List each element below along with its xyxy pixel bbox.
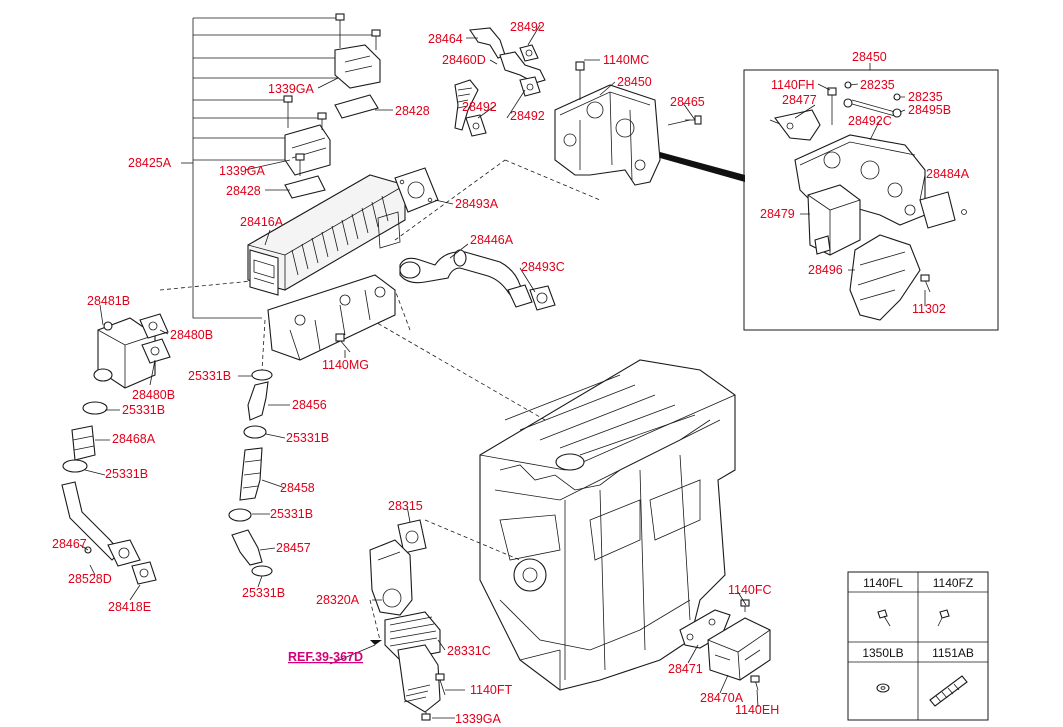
label-28496: 28496 (808, 263, 843, 277)
label-25331b-c: 25331B (188, 369, 231, 383)
label-1140fc: 1140FC (728, 583, 772, 597)
label-28464: 28464 (428, 32, 463, 46)
label-25331b-e: 25331B (270, 507, 313, 521)
gasket-28418e (131, 561, 157, 585)
egr-valve-housing-28450 (554, 61, 745, 186)
bolts-bottom-center (421, 673, 446, 721)
egr-cooler-inlet-28481b (93, 317, 156, 389)
clamps-center (228, 369, 273, 577)
cooler-28331c (384, 611, 441, 713)
label-28471: 28471 (668, 662, 703, 676)
label-28235-a: 28235 (860, 78, 895, 92)
label-1140eh: 1140EH (735, 703, 779, 717)
label-1140fh: 1140FH (771, 78, 815, 92)
gaskets-28480b (139, 313, 171, 364)
stud-1151ab-icon (929, 675, 968, 707)
actuator-28470a (707, 617, 771, 681)
label-28428-mid: 28428 (226, 184, 261, 198)
table-header-1140fl: 1140FL (863, 576, 903, 590)
bolt-1140fz-icon (937, 609, 950, 627)
part-labels: 28464 28492 28460D 1140MC 28450 28492 28… (52, 20, 970, 726)
label-28416a: 28416A (240, 215, 284, 229)
label-28446a: 28446A (470, 233, 514, 247)
label-11302: 11302 (912, 302, 946, 316)
label-28331c: 28331C (447, 644, 491, 658)
washer-1350lb-icon (876, 683, 890, 693)
label-28418e: 28418E (108, 600, 151, 614)
label-25331b-f: 25331B (242, 586, 285, 600)
engine-block (479, 359, 736, 691)
label-28492-mid: 28492 (462, 100, 497, 114)
label-leaders (79, 24, 926, 719)
label-28465: 28465 (670, 95, 705, 109)
housing-28320a (369, 539, 413, 616)
label-28495b: 28495B (908, 103, 951, 117)
egr-tube-28460d (454, 27, 546, 137)
label-28458: 28458 (280, 481, 315, 495)
pipe-28446a (399, 249, 533, 308)
label-28492-top: 28492 (510, 20, 545, 34)
label-28493a: 28493A (455, 197, 499, 211)
label-1140mc: 1140MC (603, 53, 649, 67)
label-28479: 28479 (760, 207, 795, 221)
pipe-28458 (239, 447, 263, 501)
inset-28450 (743, 63, 999, 331)
bolt-1140mg (335, 333, 351, 353)
gasket-28493a (394, 167, 439, 213)
label-28315: 28315 (388, 499, 423, 513)
label-25331b-d: 25331B (286, 431, 329, 445)
label-28320a: 28320A (316, 593, 360, 607)
label-28235-b: 28235 (908, 90, 943, 104)
label-28480b-b: 28480B (132, 388, 175, 402)
label-28477: 28477 (782, 93, 817, 107)
hose-28457 (231, 529, 263, 566)
clamps-left (62, 401, 108, 473)
label-28492-low: 28492 (510, 109, 545, 123)
bolt-1140fl-icon (877, 609, 891, 627)
label-28456: 28456 (292, 398, 327, 412)
bracket-28425a (181, 17, 374, 319)
label-28450: 28450 (617, 75, 652, 89)
label-25331b-a: 25331B (122, 403, 165, 417)
label-1140ft: 1140FT (470, 683, 513, 697)
leader-dashes (159, 159, 601, 641)
table-header-1140fz: 1140FZ (933, 576, 973, 590)
reference-link[interactable]: REF.39-367D (288, 650, 363, 664)
label-28428-top: 28428 (395, 104, 430, 118)
label-28484a: 28484A (926, 167, 970, 181)
label-28492c: 28492C (848, 114, 892, 128)
label-28460d: 28460D (442, 53, 486, 67)
table-header-1151ab: 1151AB (932, 646, 974, 660)
fastener-table: 1140FL 1140FZ 1350LB 1151AB (847, 571, 989, 721)
label-28480b-a: 28480B (170, 328, 213, 342)
egr-cooler-28416a (247, 174, 406, 361)
label-28528d: 28528D (68, 572, 112, 586)
pipe-28467 (61, 481, 141, 567)
table-header-1350lb: 1350LB (862, 646, 903, 660)
gasket-28493c (529, 285, 556, 311)
heat-shields (283, 13, 381, 199)
label-28467: 28467 (52, 537, 87, 551)
hose-28468a (71, 425, 96, 461)
label-inset-28450: 28450 (852, 50, 887, 64)
hose-28456 (247, 381, 269, 421)
label-1140mg: 1140MG (322, 358, 369, 372)
label-28470a: 28470A (700, 691, 744, 705)
label-28481b: 28481B (87, 294, 130, 308)
label-25331b-b: 25331B (105, 467, 148, 481)
label-28468a: 28468A (112, 432, 156, 446)
label-28425a: 28425A (128, 156, 172, 170)
label-1339ga-top: 1339GA (268, 82, 315, 96)
label-1339ga-mid: 1339GA (219, 164, 266, 178)
label-28493c: 28493C (521, 260, 565, 274)
label-1339ga-bottom: 1339GA (455, 712, 502, 726)
gasket-28315 (397, 519, 427, 554)
label-28457: 28457 (276, 541, 311, 555)
